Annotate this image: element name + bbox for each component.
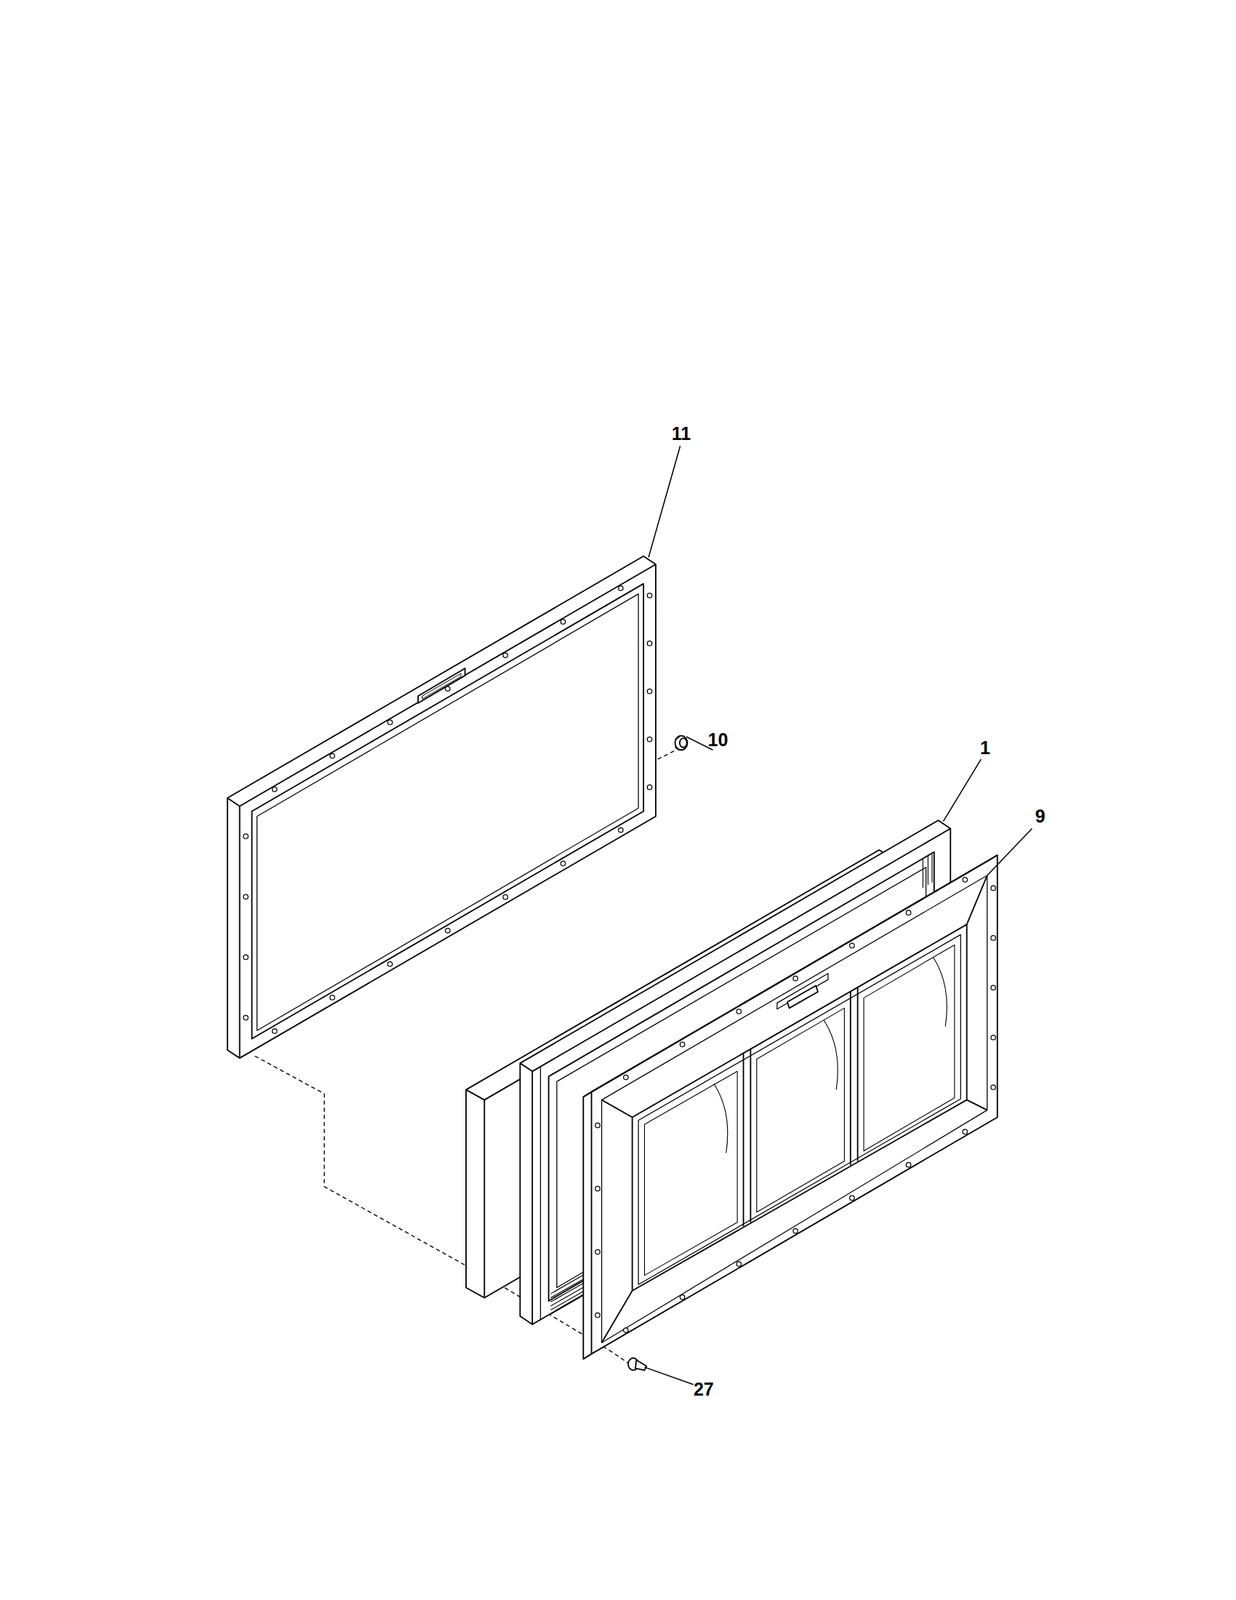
- screw-hole: [623, 1074, 629, 1079]
- screw-hole: [793, 975, 798, 981]
- callout-number: 27: [693, 1379, 714, 1399]
- assembly-line: [657, 751, 674, 760]
- leader-line: [987, 828, 1033, 876]
- leader-line: [644, 1366, 693, 1385]
- screw-hole: [793, 1228, 798, 1233]
- screw-hole: [679, 1041, 685, 1047]
- leader-line: [942, 759, 981, 822]
- screw-hole: [990, 1084, 996, 1090]
- screw-hole: [243, 833, 248, 839]
- screw-hole: [387, 961, 392, 966]
- screw-hole: [243, 954, 248, 959]
- screw-hole: [849, 1195, 855, 1200]
- screw-hole: [445, 686, 451, 691]
- screw-hole: [595, 1312, 600, 1317]
- screw-hole: [647, 640, 652, 645]
- screw-hole: [243, 1014, 248, 1020]
- screw-hole: [595, 1122, 600, 1127]
- screw-hole: [330, 994, 335, 999]
- callout-number: 1: [980, 738, 991, 757]
- callout-number: 11: [671, 424, 691, 443]
- screw-hole: [445, 927, 451, 933]
- screw-hole: [560, 860, 565, 866]
- screw-hole: [595, 1185, 600, 1191]
- screw-hole: [330, 753, 335, 758]
- screw-hole: [962, 1129, 967, 1134]
- screw-hole: [618, 586, 624, 591]
- screw-part: [628, 1357, 647, 1370]
- screw-hole: [595, 1249, 600, 1254]
- knob-part: [675, 735, 688, 751]
- screw-hole: [990, 885, 996, 890]
- screw-hole: [387, 719, 392, 725]
- screw-hole: [271, 1028, 277, 1034]
- screw-hole: [503, 894, 508, 899]
- screw-hole: [905, 1161, 911, 1167]
- callout-number: 9: [1035, 807, 1046, 826]
- assembly-line: [255, 1055, 493, 1281]
- screw-hole: [647, 784, 652, 789]
- screw-hole: [905, 910, 911, 915]
- screw-hole: [736, 1261, 741, 1266]
- screw-hole: [990, 934, 996, 940]
- screw-hole: [560, 619, 565, 624]
- callout-number: 10: [708, 729, 729, 749]
- screw-hole: [962, 876, 967, 882]
- screw-hole: [990, 1034, 996, 1039]
- screw-hole: [271, 786, 277, 792]
- screw-hole: [243, 894, 248, 899]
- screw-hole: [623, 1327, 629, 1332]
- door-panel: [583, 855, 997, 1359]
- screw-hole: [849, 942, 855, 948]
- screw-hole: [990, 985, 996, 990]
- screw-hole: [679, 1294, 685, 1299]
- screw-hole: [503, 652, 508, 658]
- screw-hole: [736, 1009, 741, 1014]
- door-liner: [227, 556, 656, 1058]
- screw-hole: [647, 736, 652, 741]
- screw-hole: [618, 827, 624, 832]
- screw-hole: [647, 688, 652, 693]
- leader-line: [648, 445, 680, 557]
- screw-hole: [647, 593, 652, 598]
